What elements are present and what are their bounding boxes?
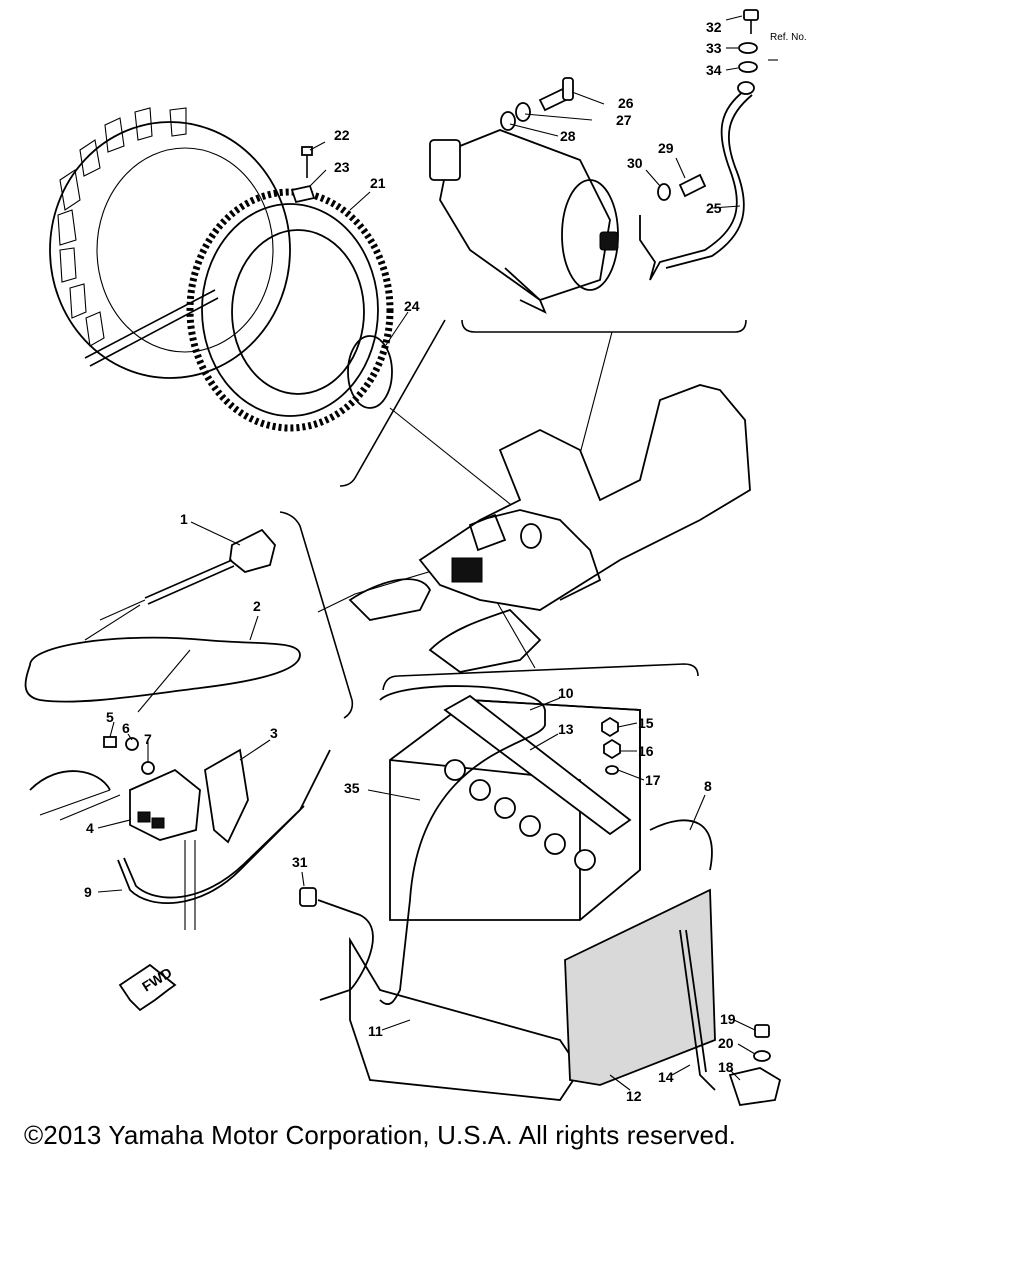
battery-cable bbox=[317, 899, 374, 1001]
callout-7: 7 bbox=[144, 731, 152, 747]
washer-20 bbox=[753, 1050, 771, 1062]
lock-plate-23 bbox=[290, 184, 316, 204]
callout-30: 30 bbox=[627, 155, 643, 171]
callout-19: 19 bbox=[720, 1011, 736, 1027]
washer-17 bbox=[605, 765, 619, 775]
battery-band-10 bbox=[379, 685, 546, 1005]
callout-14: 14 bbox=[658, 1069, 674, 1085]
snowmobile bbox=[348, 384, 751, 673]
callout-5: 5 bbox=[106, 709, 114, 725]
washer-33 bbox=[738, 42, 758, 54]
callout-28: 28 bbox=[560, 128, 576, 144]
callout-9: 9 bbox=[84, 884, 92, 900]
washer-30 bbox=[657, 183, 671, 201]
washer-7 bbox=[141, 761, 155, 775]
callout-6: 6 bbox=[122, 720, 130, 736]
callout-22: 22 bbox=[334, 127, 350, 143]
callout-20: 20 bbox=[718, 1035, 734, 1051]
nut-16 bbox=[603, 738, 621, 760]
callout-11: 11 bbox=[368, 1023, 383, 1039]
rod-14 bbox=[679, 929, 716, 1091]
callout-15: 15 bbox=[638, 715, 654, 731]
cable-25 bbox=[639, 89, 746, 281]
callout-3: 3 bbox=[270, 725, 278, 741]
callout-24: 24 bbox=[404, 298, 420, 314]
washer-27 bbox=[515, 102, 531, 122]
callout-31: 31 bbox=[292, 854, 308, 870]
bracket-18 bbox=[728, 1067, 782, 1106]
copyright-notice: ©2013 Yamaha Motor Corporation, U.S.A. A… bbox=[24, 1120, 736, 1150]
callout-29: 29 bbox=[658, 140, 674, 156]
bolt-32 bbox=[743, 9, 759, 21]
callout-21: 21 bbox=[370, 175, 386, 191]
bolt-19 bbox=[754, 1024, 770, 1038]
ring-gear bbox=[186, 188, 394, 432]
washer-34 bbox=[738, 61, 758, 73]
callout-1: 1 bbox=[180, 511, 188, 527]
callout-10: 10 bbox=[558, 685, 574, 701]
wire-harness-2 bbox=[24, 636, 301, 703]
battery-box-11 bbox=[349, 936, 582, 1101]
callout-4: 4 bbox=[86, 820, 94, 836]
callout-17: 17 bbox=[645, 772, 661, 788]
callout-26: 26 bbox=[618, 95, 634, 111]
callout-33: 33 bbox=[706, 40, 722, 56]
nut-15 bbox=[601, 716, 619, 738]
callout-12: 12 bbox=[626, 1088, 642, 1104]
callout-16: 16 bbox=[638, 743, 654, 759]
battery-cover-12 bbox=[564, 888, 716, 1086]
callout-35: 35 bbox=[344, 780, 360, 796]
bolt-29 bbox=[678, 173, 707, 198]
flywheel bbox=[49, 121, 291, 379]
bolt-5 bbox=[103, 736, 117, 748]
callout-13: 13 bbox=[558, 721, 574, 737]
callout-32: 32 bbox=[706, 19, 722, 35]
fwd-arrow: FWD bbox=[118, 963, 177, 1012]
callout-23: 23 bbox=[334, 159, 350, 175]
bolt-22 bbox=[301, 146, 313, 178]
o-ring bbox=[347, 335, 393, 409]
battery-hold-bar-13 bbox=[443, 694, 632, 836]
flywheel-assembly bbox=[49, 107, 291, 379]
callout-27: 27 bbox=[616, 112, 632, 128]
ref-no-label: Ref. No. bbox=[770, 32, 807, 43]
starter-motor bbox=[429, 129, 619, 314]
starter-relay bbox=[129, 748, 249, 930]
washer-6 bbox=[125, 737, 139, 751]
clamp-31 bbox=[299, 887, 317, 907]
callout-18: 18 bbox=[718, 1059, 734, 1075]
bracket-3 bbox=[204, 748, 249, 844]
callout-8: 8 bbox=[704, 778, 712, 794]
parts-diagram: FWD bbox=[24, 9, 807, 1106]
battery-on-sled bbox=[451, 557, 483, 583]
callout-2: 2 bbox=[253, 598, 261, 614]
cable-8 bbox=[649, 819, 713, 871]
callout-34: 34 bbox=[706, 62, 722, 78]
lead-wires bbox=[29, 770, 111, 791]
callout-25: 25 bbox=[706, 200, 722, 216]
starter-switch bbox=[84, 528, 276, 641]
cable-9 bbox=[117, 749, 331, 905]
washer-28 bbox=[500, 111, 516, 131]
